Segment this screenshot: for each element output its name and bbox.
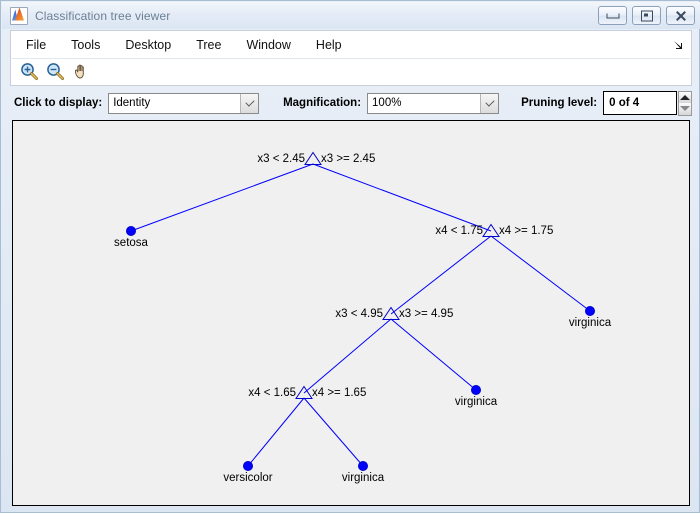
tree-leaf-node[interactable]	[243, 461, 253, 471]
magnification-label: Magnification:	[283, 97, 362, 109]
tree-split-node[interactable]	[295, 385, 313, 399]
magnification-value: 100%	[372, 97, 402, 109]
leaf-class-label: virginica	[341, 472, 385, 484]
tree-edge	[312, 163, 492, 232]
leaf-class-label: virginica	[568, 317, 612, 329]
split-condition-left: x4 < 1.75	[435, 225, 483, 237]
magnification-select[interactable]: 100%	[367, 92, 500, 114]
hand-pan-icon	[74, 64, 84, 79]
tree-plot-area[interactable]: x3 < 2.45 x3 >= 2.45 setosa x4 < 1.75 x4 >= …	[12, 120, 690, 506]
leaf-class-label: setosa	[114, 237, 148, 249]
split-condition-right: x4 >= 1.75	[499, 225, 554, 237]
tree-leaf-node[interactable]	[585, 306, 595, 316]
triangle-up-icon	[679, 94, 690, 100]
control-strip: Click to display: Identity Magnification…	[10, 88, 692, 118]
close-icon	[675, 10, 687, 22]
matlab-icon	[10, 6, 28, 25]
pruning-level-label: Pruning level:	[521, 97, 598, 109]
split-condition-right: x3 >= 4.95	[399, 308, 454, 320]
chevron-down-icon[interactable]	[480, 93, 499, 113]
menu-item-desktop[interactable]: Desktop	[125, 37, 172, 52]
tree-edge	[390, 235, 492, 315]
leaf-class-label: virginica	[454, 396, 498, 408]
pruning-level-field[interactable]: 0 of 4	[603, 91, 677, 115]
title-bar: Classification tree viewer	[2, 2, 700, 29]
menu-bar: File Tools Desktop Tree Window Help	[10, 30, 692, 58]
menu-item-tree[interactable]: Tree	[196, 37, 222, 52]
menu-item-window[interactable]: Window	[246, 37, 291, 52]
tree-edge	[303, 397, 364, 467]
pruning-level-value: 0 of 4	[609, 97, 640, 109]
minimize-icon	[606, 13, 619, 18]
leaf-class-label: versicolor	[223, 472, 273, 484]
tree-split-node[interactable]	[304, 151, 322, 165]
split-condition-right: x4 >= 1.65	[312, 387, 367, 399]
pan-button[interactable]	[70, 61, 92, 83]
minimize-button[interactable]	[598, 6, 627, 25]
split-condition-right: x3 >= 2.45	[321, 153, 376, 165]
tree-split-node[interactable]	[482, 223, 500, 237]
split-condition-left: x4 < 1.65	[248, 387, 296, 399]
menu-item-file[interactable]: File	[26, 37, 47, 52]
maximize-button[interactable]	[632, 6, 661, 25]
zoom-out-button[interactable]	[44, 61, 66, 83]
split-condition-left: x3 < 2.45	[257, 153, 305, 165]
click-to-display-value: Identity	[113, 97, 151, 109]
menu-item-tools[interactable]: Tools	[71, 37, 101, 52]
tree-leaf-node[interactable]	[126, 226, 136, 236]
decision-tree-graphic	[126, 151, 595, 471]
triangle-down-icon	[679, 106, 690, 112]
zoom-in-button[interactable]	[18, 61, 40, 83]
undock-arrow-icon[interactable]	[672, 39, 684, 51]
pruning-level-spinner[interactable]	[677, 90, 692, 116]
click-to-display-select[interactable]: Identity	[108, 92, 260, 114]
zoom-out-icon	[47, 63, 64, 80]
close-button[interactable]	[666, 6, 695, 25]
tree-leaf-node[interactable]	[358, 461, 368, 471]
window-controls	[598, 6, 695, 25]
tree-split-node[interactable]	[382, 306, 400, 320]
tree-edge	[303, 318, 392, 394]
spinner-down-button[interactable]	[678, 103, 691, 115]
zoom-in-icon	[21, 63, 38, 80]
tree-edge	[490, 235, 591, 312]
spinner-up-button[interactable]	[678, 91, 691, 103]
click-to-display-label: Click to display:	[14, 97, 103, 109]
tree-edge	[390, 318, 477, 391]
chevron-down-icon[interactable]	[240, 93, 259, 113]
maximize-icon	[640, 10, 653, 21]
tree-edge	[247, 397, 305, 467]
split-condition-left: x3 < 4.95	[335, 308, 383, 320]
tool-bar	[10, 58, 692, 86]
tree-leaf-node[interactable]	[471, 385, 481, 395]
tree-edge	[130, 163, 314, 232]
menu-item-help[interactable]: Help	[315, 37, 342, 52]
window-title: Classification tree viewer	[35, 8, 171, 23]
